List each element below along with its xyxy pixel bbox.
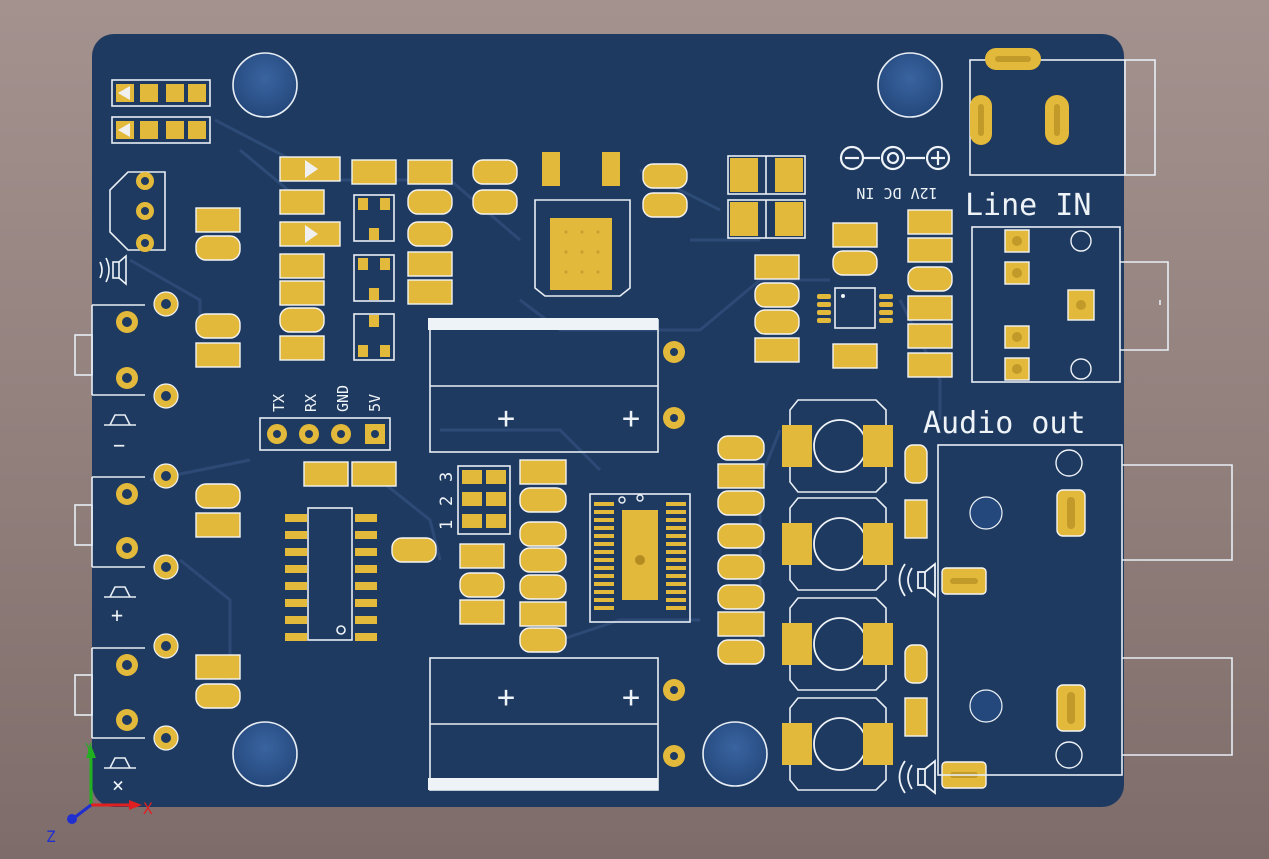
electrolytic-cap-bottom: + + — [428, 657, 685, 791]
uart-gnd-label: GND — [334, 385, 352, 412]
svg-text:+: + — [497, 401, 515, 436]
svg-text:2: 2 — [437, 496, 457, 506]
button-minus[interactable]: − — [74, 291, 179, 457]
axis-x-label: X — [143, 799, 153, 818]
mount-hole-br — [702, 721, 768, 787]
svg-text:+: + — [622, 680, 640, 715]
mount-hole-tl — [232, 52, 298, 118]
line-in-label: Line IN — [965, 188, 1091, 223]
uart-5v-label: 5V — [366, 394, 384, 412]
axis-y-label: Y — [85, 741, 93, 755]
button-plus[interactable]: + — [74, 463, 179, 627]
uart-tx-label: TX — [270, 394, 288, 412]
dc-polarity-icon — [839, 145, 951, 171]
button-plus-label: + — [111, 603, 123, 627]
led-group — [111, 79, 211, 144]
dc-in-label: 12V DC IN — [856, 184, 937, 202]
uart-rx-label: RX — [302, 394, 320, 412]
ir-signal-icon — [99, 254, 127, 286]
dc-jack: 12V DC IN — [839, 48, 1156, 202]
button-mute[interactable]: × — [74, 633, 179, 797]
axis-gizmo[interactable]: Y X Z — [46, 741, 153, 846]
speaker-icon-left-channel — [898, 562, 936, 598]
axis-z-label: Z — [46, 827, 56, 846]
svg-text:+: + — [622, 401, 640, 436]
speaker-icon-right-channel — [898, 759, 936, 795]
button-minus-label: − — [113, 433, 125, 457]
audio-out-connector: Audio out — [923, 406, 1233, 776]
audio-amplifier-chip — [589, 493, 691, 623]
svg-text:1: 1 — [437, 520, 457, 530]
ir-receiver — [99, 171, 166, 286]
uart-header: TX RX GND 5V — [259, 385, 391, 451]
channel-jumper: 1 2 3 — [437, 465, 511, 625]
mount-hole-bl — [232, 721, 298, 787]
output-inductors — [782, 399, 893, 791]
svg-text:+: + — [497, 680, 515, 715]
electrolytic-cap-top: + + — [428, 318, 685, 453]
passive-components — [279, 156, 688, 361]
button-mute-label: × — [112, 773, 124, 797]
audio-out-label: Audio out — [923, 406, 1086, 441]
line-in-connector: Line IN — [965, 188, 1169, 383]
mcu-chip — [285, 507, 377, 641]
mounting-holes — [232, 52, 943, 787]
svg-text:3: 3 — [437, 472, 457, 482]
voltage-regulator — [534, 152, 631, 297]
mount-hole-tr — [877, 52, 943, 118]
